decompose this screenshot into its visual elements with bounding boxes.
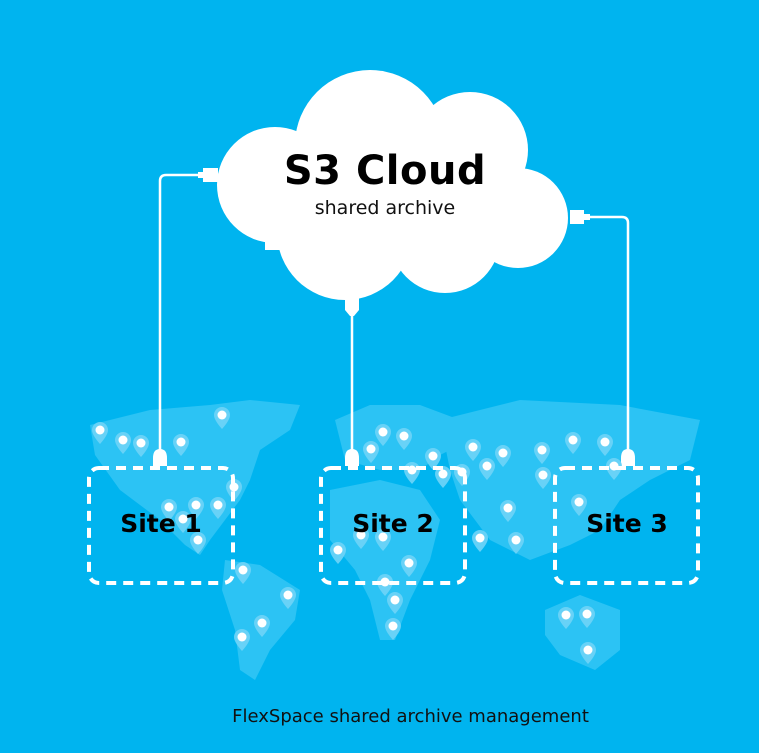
map-pin-icon xyxy=(234,629,250,651)
map-pin-icon xyxy=(558,607,574,629)
map-pin-icon xyxy=(173,434,189,456)
map-pin-icon xyxy=(580,642,596,664)
map-pin-icon xyxy=(535,467,551,489)
site-boxes xyxy=(87,466,700,585)
site-3-label: Site 3 xyxy=(586,509,668,538)
map-pin-icon xyxy=(161,499,177,521)
map-pin-icon xyxy=(495,445,511,467)
map-pin-icon xyxy=(133,435,149,457)
map-pin-icon xyxy=(188,497,204,519)
map-pin-icon xyxy=(425,448,441,470)
map-pin-icon xyxy=(597,434,613,456)
site-2-box xyxy=(319,466,467,585)
map-pin-icon xyxy=(353,527,369,549)
map-pin-icon xyxy=(479,458,495,480)
map-pin-icon xyxy=(500,500,516,522)
map-pin-icon xyxy=(330,542,346,564)
map-pin-icon xyxy=(375,529,391,551)
map-pin-icon xyxy=(508,532,524,554)
map-pin-icon xyxy=(115,432,131,454)
site-2-label: Site 2 xyxy=(352,509,434,538)
map-pin-icon xyxy=(377,574,393,596)
map-pin-icon xyxy=(387,592,403,614)
map-pin-icon xyxy=(435,466,451,488)
map-pin-icon xyxy=(571,494,587,516)
map-pin-icon xyxy=(404,462,420,484)
map-pin-icon xyxy=(465,439,481,461)
map-pin-icon xyxy=(226,479,242,501)
map-pin-icon xyxy=(579,606,595,628)
map-pin-icon xyxy=(375,424,391,446)
map-pin-icon xyxy=(363,441,379,463)
caption: FlexSpace shared archive management xyxy=(232,706,589,727)
site-1-box xyxy=(87,466,235,585)
map-pin-icon xyxy=(472,530,488,552)
cloud-subtitle: shared archive xyxy=(314,197,456,219)
site-1-label: Site 1 xyxy=(120,509,202,538)
map-pin-icon xyxy=(396,428,412,450)
map-pin-icon xyxy=(210,497,226,519)
cloud-title: S3 Cloud xyxy=(283,148,487,194)
map-pin-icon xyxy=(534,442,550,464)
cloud-shape xyxy=(217,70,568,300)
map-pin-icon xyxy=(92,422,108,444)
map-pin-icon xyxy=(214,407,230,429)
site-3-box xyxy=(553,466,700,585)
map-pin-icon xyxy=(254,615,270,637)
cable-plugs xyxy=(153,168,635,466)
map-pin-icon xyxy=(385,618,401,640)
map-pin-icon xyxy=(565,432,581,454)
map-pin-icon xyxy=(175,511,191,533)
map-pin-icon xyxy=(280,587,296,609)
map-pin-icon xyxy=(190,532,206,554)
connection-cables xyxy=(158,173,630,455)
map-pin-icon xyxy=(235,562,251,584)
location-pins xyxy=(92,407,622,664)
map-pin-icon xyxy=(401,555,417,577)
